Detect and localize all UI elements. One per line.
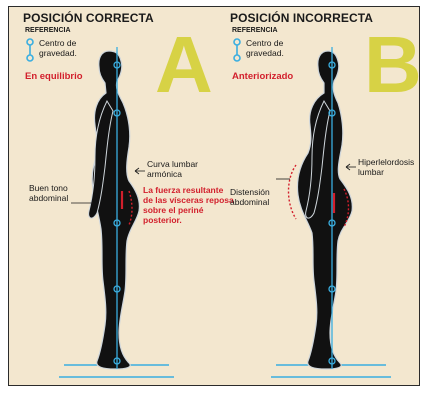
panel-incorrect-posture: POSICIÓN INCORRECTA REFERENCIA Centro de… [216,7,420,385]
lumbar-curve-note: Curva lumbar armónica [147,159,209,179]
abdominal-tone-note: Buen tono abdominal [29,183,77,203]
panel-correct-posture: POSICIÓN CORRECTA REFERENCIA Centro de g… [9,7,215,385]
lumbar-hyperlordosis-note: Hiperlelordosis lumbar [358,157,420,177]
abdominal-distension-note: Distensión abdominal [230,187,282,207]
illustration-frame: POSICIÓN CORRECTA REFERENCIA Centro de g… [8,6,420,386]
